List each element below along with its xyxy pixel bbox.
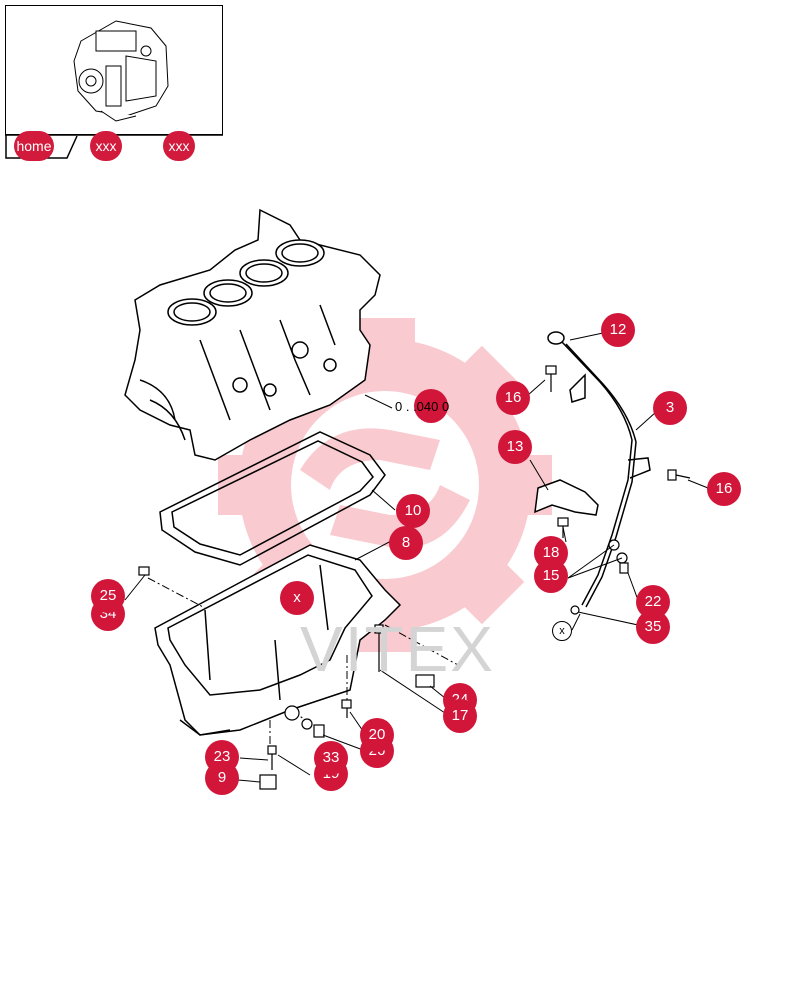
- reference-badge[interactable]: [414, 389, 448, 423]
- bracket-drawing: [534, 479, 599, 516]
- dipstick-drawing: [547, 331, 651, 608]
- callout-13[interactable]: 13: [498, 430, 532, 464]
- home-button[interactable]: home: [14, 131, 54, 161]
- callout-33[interactable]: 33: [314, 741, 348, 775]
- bolts-drawing: [138, 365, 691, 790]
- oil-pan-drawing: [154, 544, 402, 736]
- callout-3[interactable]: 3: [653, 391, 687, 425]
- callout-10[interactable]: 10: [396, 494, 430, 528]
- callout-16-tube-bolt[interactable]: 16: [707, 472, 741, 506]
- callout-15[interactable]: 15: [534, 559, 568, 593]
- reference-label[interactable]: 0 . .040 0: [395, 399, 450, 414]
- callout-8[interactable]: 8: [389, 526, 423, 560]
- engine-thumbnail-icon: [73, 20, 169, 122]
- callout-12[interactable]: 12: [601, 313, 635, 347]
- callout-9[interactable]: 9: [205, 761, 239, 795]
- x-connection-marker: x: [552, 621, 572, 641]
- watermark-text: VITEX: [300, 613, 495, 685]
- next-button[interactable]: xxx: [163, 131, 195, 161]
- callout-35[interactable]: 35: [636, 610, 670, 644]
- previous-button[interactable]: xxx: [90, 131, 122, 161]
- callout-20[interactable]: 20: [360, 718, 394, 752]
- oil-pan-gasket-drawing: [159, 431, 386, 566]
- callout-25[interactable]: 25: [91, 579, 125, 613]
- overview-thumbnail[interactable]: [5, 5, 223, 135]
- engine-block-drawing: [124, 208, 381, 461]
- callout-17[interactable]: 17: [443, 699, 477, 733]
- callout-x[interactable]: x: [280, 581, 314, 615]
- callout-16-bolt[interactable]: 16: [496, 381, 530, 415]
